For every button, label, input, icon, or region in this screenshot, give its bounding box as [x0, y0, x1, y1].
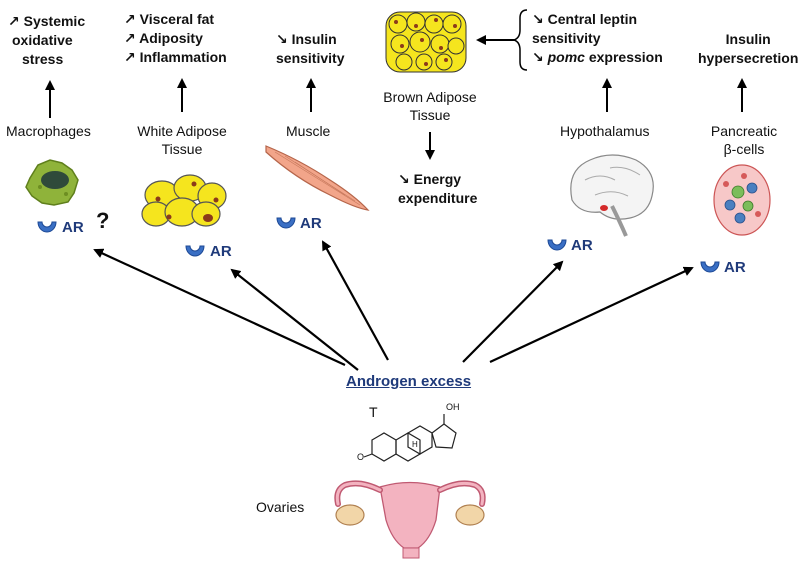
receptor-icons [37, 217, 720, 273]
effect-line: ↗ Visceral fat [124, 11, 215, 27]
ar-label-wat: AR [210, 243, 232, 260]
ovaries-label: Ovaries [256, 499, 305, 515]
effect-line: ↘ pomc expression [532, 48, 663, 67]
effect-line: ↗ Systemic [8, 13, 86, 29]
effect-white-adipose: ↗ Visceral fat ↗ Adiposity ↗ Inflammatio… [124, 10, 227, 67]
testosterone-structure-icon [363, 414, 457, 462]
up-arrows [45, 35, 747, 160]
receptor-icon-wat [185, 245, 205, 257]
tissue-label-white-adipose: White Adipose Tissue [126, 122, 238, 158]
effect-line: ↘ Insulin [276, 31, 337, 47]
effect-brown-adipose: ↘ Energy expenditure [398, 170, 477, 208]
effect-suffix: expression [584, 49, 663, 65]
tissue-label-pancreas: Pancreatic β-cells [706, 122, 782, 158]
effect-muscle: ↘ Insulin sensitivity [276, 30, 344, 68]
receptor-icon-macrophage [37, 221, 57, 233]
brain-icon [570, 154, 654, 237]
tissue-label-line: White Adipose [137, 123, 227, 139]
arrow-to-hypothalamus [462, 260, 564, 363]
effect-arrow: ↘ [532, 49, 548, 65]
effect-line: hypersecretion [698, 50, 799, 66]
effect-line: expenditure [398, 190, 478, 206]
brown-adipose-icon [385, 11, 467, 73]
arrow-to-wat [230, 268, 359, 371]
ar-label-muscle: AR [300, 215, 322, 232]
receptor-icon-hypothalamus [547, 239, 567, 251]
ar-label-macrophage: AR [62, 219, 84, 236]
effect-gene-name: pomc [547, 49, 585, 65]
arrow-to-macrophage [93, 248, 346, 366]
effect-line: Insulin [725, 31, 771, 47]
effect-pancreas: Insulin hypersecretion [698, 30, 798, 68]
muscle-icon [265, 145, 370, 211]
white-adipose-icon [141, 174, 227, 227]
tissue-label-line: Tissue [161, 141, 203, 157]
effect-line: oxidative [12, 32, 73, 48]
ar-label-pancreas: AR [724, 259, 746, 276]
effect-line: ↘ Central leptin [532, 11, 638, 27]
androgen-excess-title: Androgen excess [346, 373, 472, 390]
uterus-ovaries-icon [334, 480, 486, 559]
effect-line: sensitivity [276, 50, 345, 66]
oxygen-label: O [357, 452, 365, 462]
tissue-label-macrophages: Macrophages [6, 123, 91, 139]
pancreatic-islet-icon [713, 164, 771, 236]
effect-line: stress [22, 51, 64, 67]
receptor-icon-pancreas [700, 261, 720, 273]
tissue-label-line: Tissue [409, 107, 451, 123]
tissue-label-muscle: Muscle [286, 123, 331, 139]
effect-hypothalamus: ↘ Central leptin sensitivity ↘ pomc expr… [532, 10, 663, 67]
arrow-to-pancreas [489, 266, 694, 363]
brace [511, 9, 528, 71]
right-ovary-icon [455, 504, 485, 526]
effect-line: ↘ Energy [398, 171, 462, 187]
tissue-label-brown-adipose: Brown Adipose Tissue [372, 88, 488, 124]
effect-line: ↗ Inflammation [124, 49, 227, 65]
receptor-icon-muscle [276, 217, 296, 229]
ar-label-hypothalamus: AR [571, 237, 593, 254]
macrophage-icon [25, 159, 79, 206]
tissue-label-hypothalamus: Hypothalamus [560, 123, 650, 139]
tissue-label-line: β-cells [723, 141, 765, 157]
tissue-label-line: Brown Adipose [383, 89, 477, 105]
hormone-label: T [369, 404, 378, 420]
hydroxyl-label: OH [446, 402, 460, 412]
question-mark: ? [96, 208, 110, 233]
hydrogen-label: H [412, 440, 418, 449]
effect-line: ↗ Adiposity [124, 30, 203, 46]
effect-macrophages: ↗ Systemic oxidative stress [8, 12, 85, 69]
tissue-label-line: Pancreatic [710, 123, 778, 139]
androgen-arrows [93, 240, 694, 371]
arrow-to-muscle [322, 240, 389, 361]
left-ovary-icon [335, 504, 365, 526]
effect-line: sensitivity [532, 30, 601, 46]
